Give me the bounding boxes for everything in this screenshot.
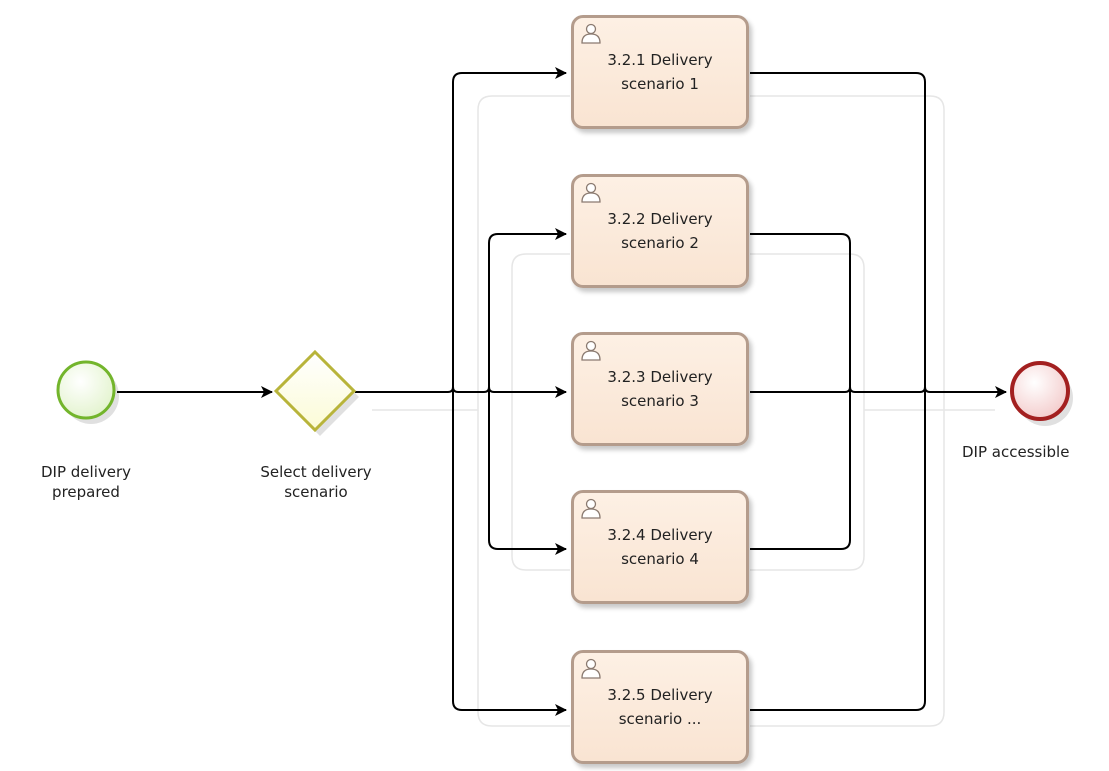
task-label: 3.2.2 Delivery scenario 2: [574, 207, 746, 255]
user-icon: [581, 182, 601, 203]
task-label: 3.2.5 Delivery scenario ...: [574, 683, 746, 731]
task-label: 3.2.3 Delivery scenario 3: [574, 365, 746, 413]
task-delivery-scenario-2[interactable]: 3.2.2 Delivery scenario 2: [571, 174, 749, 288]
flow-gateway-to-task-2: [488, 228, 567, 392]
task-label: 3.2.4 Delivery scenario 4: [574, 523, 746, 571]
task-label-line1: 3.2.4 Delivery: [607, 526, 713, 544]
flow-task-1-to-end: [750, 72, 926, 392]
flow-task-4-to-end: [750, 392, 851, 550]
task-label-line2: scenario 2: [621, 234, 699, 252]
task-label-line1: 3.2.1 Delivery: [607, 51, 713, 69]
flow-task-2-to-end: [750, 233, 851, 392]
user-icon: [581, 658, 601, 679]
exclusive-gateway[interactable]: [273, 349, 359, 436]
task-delivery-scenario-3[interactable]: 3.2.3 Delivery scenario 3: [571, 332, 749, 446]
task-delivery-scenario-5[interactable]: 3.2.5 Delivery scenario ...: [571, 650, 749, 764]
end-event-label-text: DIP accessible: [962, 443, 1070, 461]
task-delivery-scenario-1[interactable]: 3.2.1 Delivery scenario 1: [571, 15, 749, 129]
task-label-line1: 3.2.2 Delivery: [607, 210, 713, 228]
gateway-label-line2: scenario: [284, 483, 348, 501]
task-delivery-scenario-4[interactable]: 3.2.4 Delivery scenario 4: [571, 490, 749, 604]
task-label-line2: scenario ...: [618, 710, 702, 728]
sequence-flows: [117, 67, 1007, 716]
end-event-label: DIP accessible: [962, 442, 1102, 462]
start-event-label-line2: prepared: [52, 483, 120, 501]
gateway-label: Select delivery scenario: [236, 462, 396, 502]
user-icon: [581, 498, 601, 519]
start-event[interactable]: [56, 360, 119, 424]
start-event-label-line1: DIP delivery: [40, 463, 132, 481]
user-icon: [581, 23, 601, 44]
task-label-line1: 3.2.5 Delivery: [607, 686, 713, 704]
flow-gateway-to-task-5: [452, 392, 567, 716]
start-event-label: DIP delivery prepared: [6, 462, 166, 502]
task-label-line1: 3.2.3 Delivery: [607, 368, 713, 386]
flow-task-3-to-end: [750, 386, 1007, 398]
task-label-line2: scenario 3: [621, 392, 699, 410]
faint-background-lines: [372, 95, 995, 727]
end-event[interactable]: [1010, 361, 1073, 426]
flow-gateway-to-task-1: [452, 67, 567, 392]
flow-gateway-to-task-3: [355, 386, 567, 398]
user-icon: [581, 340, 601, 361]
gateway-label-line1: Select delivery: [260, 463, 372, 481]
flow-gateway-to-task-4: [488, 392, 567, 555]
task-label-line2: scenario 1: [621, 75, 699, 93]
task-label: 3.2.1 Delivery scenario 1: [574, 48, 746, 96]
flow-task-5-to-end: [750, 392, 926, 711]
task-label-line2: scenario 4: [621, 550, 699, 568]
